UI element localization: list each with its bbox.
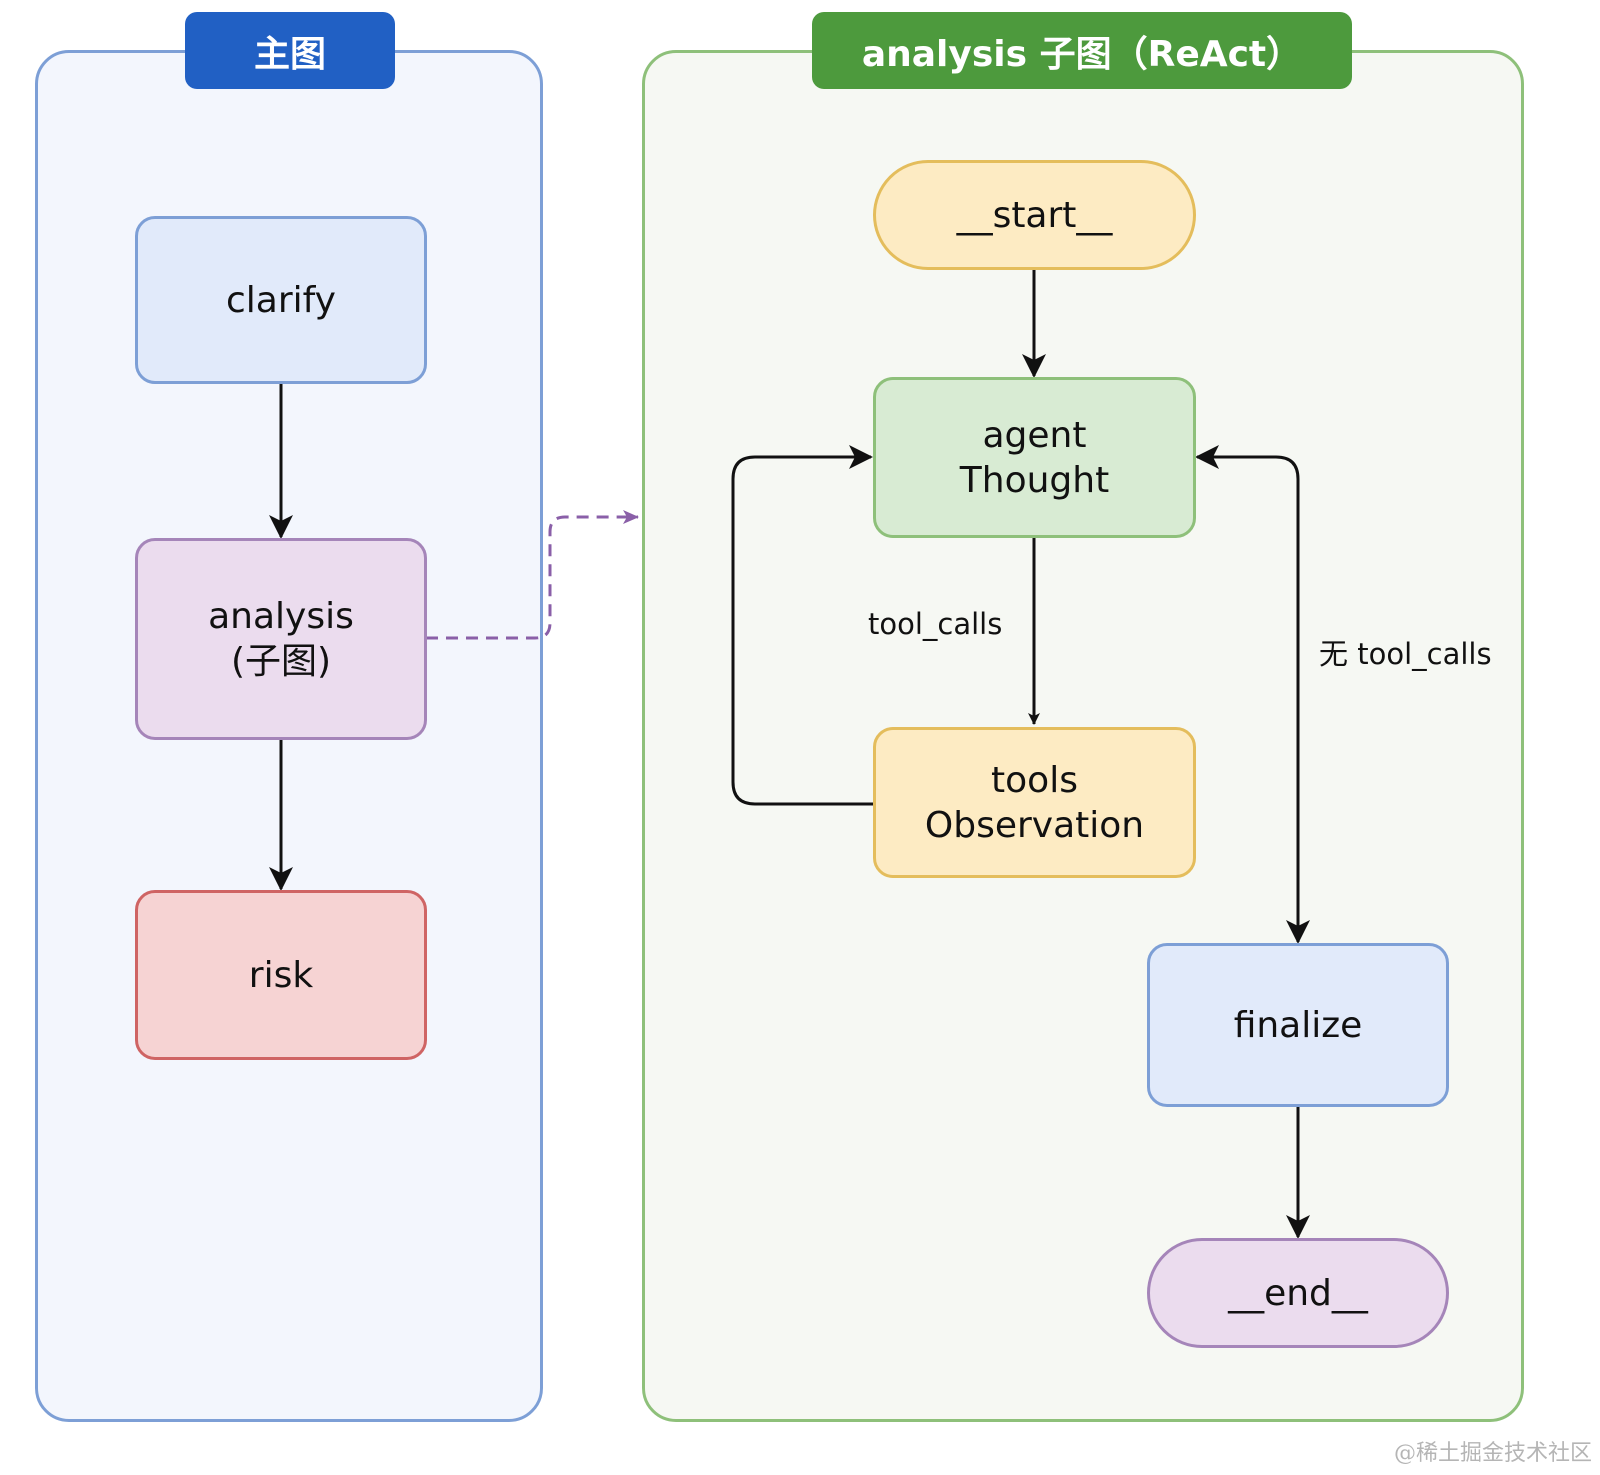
node-end: __end__ bbox=[1147, 1238, 1449, 1348]
node-analysis-sublabel: (子图) bbox=[230, 641, 332, 682]
node-clarify-label: clarify bbox=[225, 279, 336, 321]
node-analysis-subgraph: analysis (子图) bbox=[135, 538, 427, 740]
node-start: __start__ bbox=[873, 160, 1196, 270]
node-finalize: finalize bbox=[1147, 943, 1449, 1107]
node-agent-sublabel: Thought bbox=[959, 459, 1110, 501]
main-graph-title: 主图 bbox=[185, 12, 395, 89]
edge-label-no-tool-calls: 无 tool_calls bbox=[1319, 637, 1492, 671]
node-finalize-label: finalize bbox=[1233, 1004, 1363, 1046]
subgraph-title: analysis 子图（ReAct） bbox=[812, 12, 1352, 89]
node-tools-sublabel: Observation bbox=[924, 804, 1145, 846]
node-tools-label: tools bbox=[991, 759, 1078, 801]
watermark: @稀土掘金技术社区 bbox=[1393, 1441, 1592, 1466]
node-agent-label: agent bbox=[982, 414, 1087, 456]
edge-finalize-agent bbox=[1195, 445, 1300, 920]
node-start-label: __start__ bbox=[956, 194, 1113, 236]
edge-analysis-subgraph-link bbox=[426, 510, 639, 640]
node-agent: agent Thought bbox=[873, 377, 1196, 538]
node-risk-label: risk bbox=[248, 954, 314, 996]
edge-label-tool-calls: tool_calls bbox=[868, 607, 1003, 641]
node-end-label: __end__ bbox=[1228, 1272, 1368, 1314]
node-risk: risk bbox=[135, 890, 427, 1060]
node-clarify: clarify bbox=[135, 216, 427, 384]
node-tools: tools Observation bbox=[873, 727, 1196, 878]
edge-tools-agent-loop bbox=[731, 445, 873, 806]
node-analysis-label: analysis bbox=[208, 596, 354, 637]
